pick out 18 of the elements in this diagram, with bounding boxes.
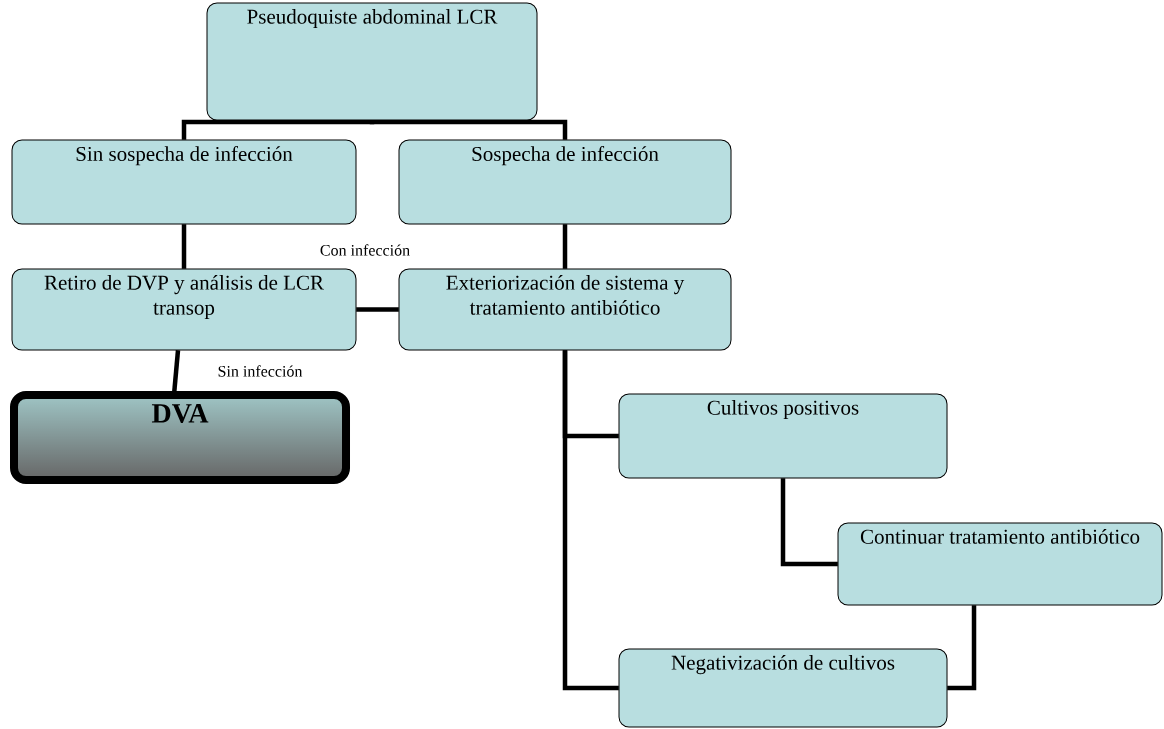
process-box: Sospecha de infección [398,139,732,225]
edge-label: Con infección [317,242,413,258]
connector-line [181,224,187,269]
process-box: Cultivos positivos [618,393,948,479]
process-box: Pseudoquiste abdominal LCR [206,2,538,121]
process-box: Retiro de DVP y análisis de LCR transop [11,268,357,351]
process-box: Negativización de cultivos [618,648,948,728]
connector-line [562,224,568,269]
process-box: Continuar tratamiento antibiótico [837,522,1163,606]
connector-line [947,605,977,691]
connector-line [562,350,619,691]
process-box: Exteriorización de sistema y tratamiento antibiótico [398,268,732,351]
connector-line [356,307,399,312]
process-box: Sin sospecha de infección [11,139,357,225]
highlighted-box: DVA [10,391,350,484]
edge-label: Sin infección [215,363,305,379]
connector-line [369,118,568,140]
connector-line [780,478,838,567]
